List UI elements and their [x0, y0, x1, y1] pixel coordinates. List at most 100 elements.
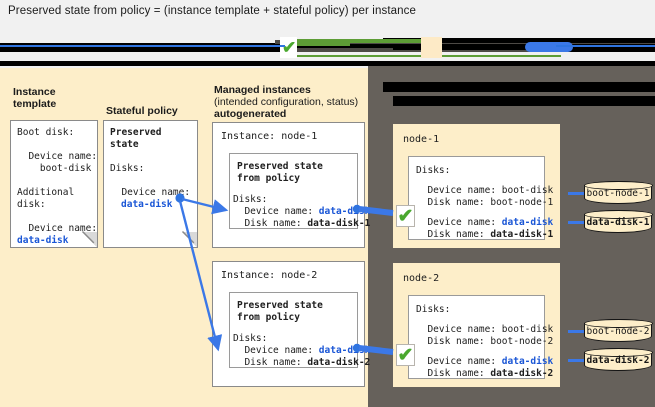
- node1-name: node-1: [403, 134, 440, 145]
- band-black-1: [383, 38, 655, 43]
- note-fold-corner: [182, 232, 198, 248]
- instance-template-title-line2: template: [13, 98, 57, 110]
- node1-datadisk: Disk name: data-disk-1: [416, 229, 553, 241]
- mi2-label: Instance: node-2: [221, 270, 318, 281]
- disk-cylinder-data-disk-2: data-disk-2: [583, 347, 653, 371]
- node1-bootdev: Device name: boot-disk: [416, 185, 553, 197]
- disk-cylinder-label: data-disk-1: [586, 216, 650, 228]
- mi2-disks: Disks:: [233, 333, 268, 344]
- mi2-dev-value: data-disk: [318, 345, 371, 356]
- managed-instances-autogenerated: autogenerated: [214, 108, 287, 120]
- band-cream-block: [421, 37, 442, 58]
- it-line-add2: disk:: [17, 199, 46, 210]
- node2-datadisk: Disk name: data-disk-2: [416, 368, 553, 380]
- node2-bootdev-label: Device name:: [416, 324, 502, 335]
- node1-disk-box: Disks: Device name: boot-disk Disk name:…: [408, 156, 553, 240]
- node2-bootdev-value: boot-disk: [501, 324, 554, 335]
- band-check-icon: ✔: [282, 38, 297, 57]
- check-mark-icon-node2: ✔: [396, 344, 415, 366]
- node1-disks: Disks:: [416, 165, 451, 176]
- node2-disk-box: Disks: Device name: boot-disk Disk name:…: [408, 295, 553, 379]
- sp-head2: state: [110, 139, 139, 150]
- band-black-bottom: [0, 61, 655, 66]
- band-blue-line-right: [556, 45, 655, 47]
- band-white-block: [280, 37, 297, 58]
- band-gray-2: [287, 48, 537, 52]
- mi1-disk-value: data-disk-1: [307, 218, 371, 229]
- node-card-1: node-1 Disks: Device name: boot-disk Dis…: [393, 124, 560, 248]
- stateful-policy-note: Preserved state Disks: Device name: data…: [103, 120, 198, 248]
- disk-cylinder-data-disk-1: data-disk-1: [583, 209, 653, 233]
- disk-cylinder-label: boot-node-1: [586, 187, 650, 199]
- node1-datadisk-label: Disk name:: [416, 229, 491, 240]
- redacted-heading-bar-1: [383, 82, 655, 92]
- note-fold-corner: [82, 232, 98, 248]
- managed-instances-title: Managed instances: [214, 84, 311, 96]
- page-title: Preserved state from policy = (instance …: [8, 5, 417, 17]
- mi1-diskrow: Disk name: data-disk-1: [233, 218, 370, 230]
- mi1-devrow: Device name: data-disk: [233, 206, 370, 218]
- mi1-head2: from policy: [237, 173, 300, 184]
- node2-datadisk-label: Disk name:: [416, 368, 491, 379]
- mi2-head2: from policy: [237, 312, 300, 323]
- node1-datadisk-value: data-disk-1: [490, 229, 554, 240]
- disk-cylinder-boot-node-2: boot-node-2: [583, 318, 653, 342]
- node2-datadev: Device name: data-disk: [416, 356, 553, 368]
- managed-instance-card-2: Instance: node-2 Preserved state from po…: [212, 261, 370, 387]
- mi1-dev-value: data-disk: [318, 206, 371, 217]
- disk-cylinder-boot-node-1: boot-node-1: [583, 180, 653, 204]
- sp-head1: Preserved: [110, 127, 162, 138]
- node2-datadev-value: data-disk: [501, 356, 554, 367]
- node1-datadev-value: data-disk: [501, 217, 554, 228]
- cylinder-cap: [583, 318, 653, 328]
- node1-bootdisk-value: boot-node-1: [490, 197, 554, 208]
- band-green-mid: [290, 43, 350, 46]
- redacted-heading-bar-2: [393, 96, 655, 106]
- it-line-boot: Boot disk:: [17, 127, 75, 138]
- node1-bootdisk-label: Disk name:: [416, 197, 491, 208]
- node2-datadisk-value: data-disk-2: [490, 368, 554, 379]
- connector-boot-node-2: [568, 330, 585, 333]
- band-black-2: [393, 45, 613, 50]
- node2-bootdisk: Disk name: boot-node-2: [416, 336, 553, 348]
- it-line-add1: Additional: [17, 187, 75, 198]
- check-mark-icon-node1: ✔: [396, 205, 415, 227]
- mi2-diskrow: Disk name: data-disk-2: [233, 357, 370, 369]
- it-line-dev1: Device name:: [17, 151, 98, 162]
- node1-bootdev-value: boot-disk: [501, 185, 554, 196]
- node1-datadev: Device name: data-disk: [416, 217, 553, 229]
- managed-instance-inner-1: Preserved state from policy Disks: Devic…: [229, 153, 370, 229]
- mi2-dev-label: Device name:: [233, 345, 319, 356]
- mi1-disks: Disks:: [233, 194, 268, 205]
- compressed-preview-band: ✔: [0, 28, 655, 66]
- band-black-base: [0, 43, 655, 52]
- node2-bootdev: Device name: boot-disk: [416, 324, 553, 336]
- managed-instance-inner-2: Preserved state from policy Disks: Devic…: [229, 292, 370, 368]
- mi2-disk-label: Disk name:: [233, 357, 308, 368]
- connector-data-disk-1: [568, 221, 585, 224]
- it-line-dev2: Device name:: [17, 223, 98, 234]
- cylinder-cap: [583, 209, 653, 219]
- managed-instances-subtitle: (intended configuration, status): [214, 96, 359, 108]
- node2-disks: Disks:: [416, 304, 451, 315]
- node2-bootdisk-label: Disk name:: [416, 336, 491, 347]
- sp-devname: Device name:: [110, 187, 191, 198]
- band-blue-blob: [525, 42, 573, 52]
- stateful-policy-title: Stateful policy: [106, 105, 178, 117]
- band-blue-line-left: [0, 45, 285, 47]
- mi1-dev-label: Device name:: [233, 206, 319, 217]
- connector-data-disk-2: [568, 359, 585, 362]
- mi1-label: Instance: node-1: [221, 131, 318, 142]
- node1-bootdev-label: Device name:: [416, 185, 502, 196]
- mi2-head1: Preserved state: [237, 300, 323, 311]
- instance-template-note: Boot disk: Device name: boot-disk Additi…: [10, 120, 98, 248]
- node1-bootdisk: Disk name: boot-node-1: [416, 197, 553, 209]
- instance-template-title-line1: Instance: [13, 86, 56, 98]
- cylinder-cap: [583, 180, 653, 190]
- node-card-2: node-2 Disks: Device name: boot-disk Dis…: [393, 263, 560, 387]
- connector-boot-node-1: [568, 192, 585, 195]
- sp-datadisk: data-disk: [121, 199, 173, 210]
- managed-instance-card-1: Instance: node-1 Preserved state from po…: [212, 122, 370, 248]
- disk-cylinder-label: boot-node-2: [586, 325, 650, 337]
